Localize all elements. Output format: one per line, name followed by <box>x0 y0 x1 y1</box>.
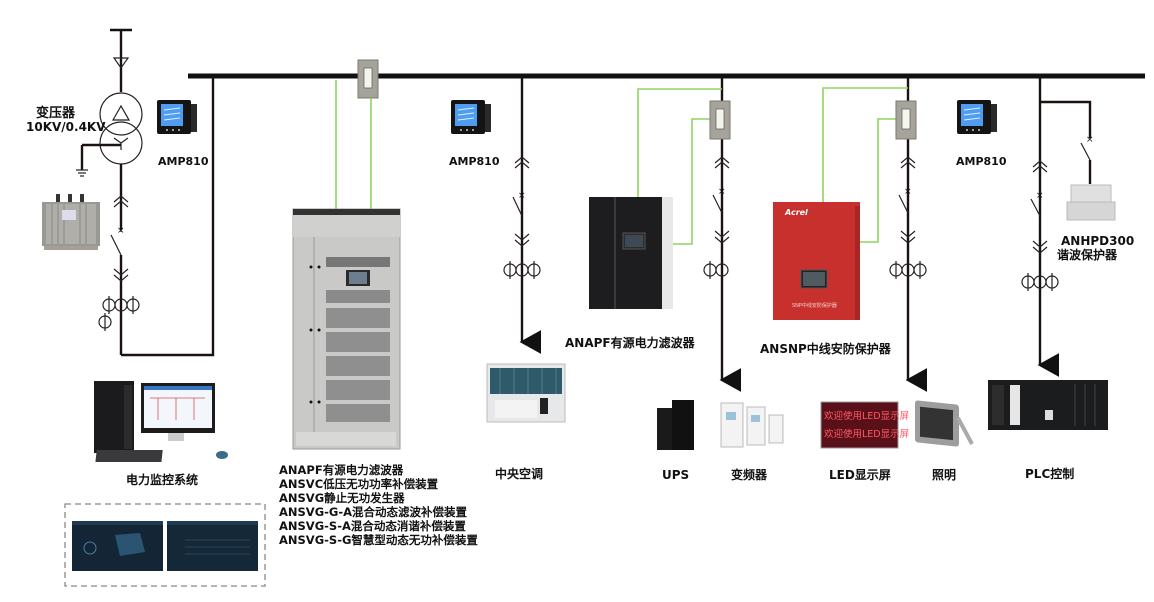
led-display-label: LED显示屏 <box>829 468 891 482</box>
ups-image <box>657 400 694 450</box>
ups-label: UPS <box>662 468 689 482</box>
compensation-cabinet-image <box>292 208 401 450</box>
snp-device-image: Acrel SNP中线安防保护器 <box>773 202 860 320</box>
transformer-image <box>42 194 100 250</box>
meter-3-label: AMP810 <box>956 155 1007 168</box>
harmonic-protector-image <box>1066 184 1116 221</box>
apf-device-image <box>589 197 673 309</box>
cabinet-feeder <box>335 59 379 209</box>
acrel-brand-text: Acrel <box>784 208 808 217</box>
amp810-meter-2 <box>450 99 492 135</box>
hpd-model-label: ANHPD300 <box>1061 234 1134 248</box>
snp-label: ANSNP中线安防保护器 <box>760 341 892 356</box>
cabinet-item-5: ANSVG-S-A混合动态消谐补偿装置 <box>279 519 466 533</box>
dashboard-screenshot-table <box>167 521 258 571</box>
svg-text:×: × <box>518 191 526 201</box>
svg-text:×: × <box>904 187 912 197</box>
cabinet-item-2: ANSVC低压无功功率补偿装置 <box>279 477 439 491</box>
current-transformer-clamp-2 <box>709 100 731 140</box>
plc-label: PLC控制 <box>1025 466 1074 481</box>
led-screen-line-2: 欢迎使用LED显示屏 <box>824 428 909 440</box>
svg-text:×: × <box>1086 135 1094 145</box>
vfd-image <box>720 402 784 448</box>
central-ac-label: 中央空调 <box>495 466 543 481</box>
floodlight-image <box>915 400 974 447</box>
transformer-feeder: × <box>76 28 215 357</box>
apf-label: ANAPF有源电力滤波器 <box>565 335 696 350</box>
amp810-meter-1 <box>156 99 198 135</box>
plc-image <box>988 380 1108 430</box>
current-transformer-clamp-3 <box>895 100 917 140</box>
current-transformer-clamp-1 <box>357 59 379 99</box>
central-ac-image <box>486 363 566 423</box>
meter-2-label: AMP810 <box>449 155 500 168</box>
cabinet-item-3: ANSVG静止无功发生器 <box>279 491 405 505</box>
svg-text:×: × <box>117 226 125 236</box>
cabinet-item-6: ANSVG-S-G智慧型动态无功补偿装置 <box>279 533 478 547</box>
apf-feeder: × <box>637 76 742 392</box>
monitoring-pc <box>94 381 228 462</box>
led-display-image: 欢迎使用LED显示屏 欢迎使用LED显示屏 <box>820 401 909 449</box>
monitoring-system-label: 电力监控系统 <box>126 472 198 487</box>
hpd-name-label: 谐波保护器 <box>1057 247 1118 262</box>
svg-text:×: × <box>718 187 726 197</box>
transformer-rating: 10KV/0.4KV <box>26 120 106 134</box>
cabinet-product-list: ANAPF有源电力滤波器 ANSVC低压无功功率补偿装置 ANSVG静止无功发生… <box>279 463 478 547</box>
snp-feeder: × <box>822 76 928 392</box>
cabinet-item-4: ANSVG-G-A混合动态滤波补偿装置 <box>279 505 468 519</box>
cabinet-item-1: ANAPF有源电力滤波器 <box>279 463 404 477</box>
transformer-primary-winding <box>99 92 143 136</box>
plc-feeder: × × <box>1021 76 1094 377</box>
vfd-label: 变频器 <box>731 467 768 482</box>
led-screen-line-1: 欢迎使用LED显示屏 <box>824 410 909 422</box>
dashboard-screenshot-map <box>72 521 163 571</box>
monitoring-screenshots-box <box>64 503 266 587</box>
transformer-name: 变压器 <box>36 105 76 121</box>
snp-panel-text: SNP中线安防保护器 <box>792 302 837 309</box>
amp810-meter-3 <box>956 99 998 135</box>
lighting-label: 照明 <box>932 467 956 482</box>
hvac-feeder: × <box>503 76 542 354</box>
svg-text:×: × <box>1036 191 1044 201</box>
meter-1-label: AMP810 <box>158 155 209 168</box>
